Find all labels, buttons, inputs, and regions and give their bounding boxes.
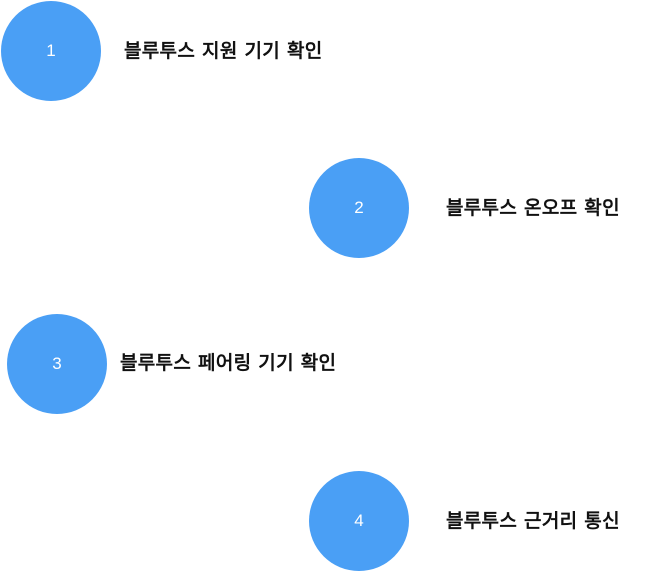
step-circle: 4 — [309, 471, 409, 571]
step-number: 2 — [354, 198, 364, 217]
step-number: 4 — [354, 511, 364, 530]
step-number: 1 — [46, 41, 56, 60]
step-label: 블루투스 지원 기기 확인 — [124, 40, 323, 62]
step-circle: 2 — [309, 158, 409, 258]
step-label: 블루투스 페어링 기기 확인 — [120, 352, 337, 374]
step-circle: 1 — [1, 1, 101, 101]
step-label: 블루투스 근거리 통신 — [446, 510, 620, 532]
step-label: 블루투스 온오프 확인 — [446, 197, 620, 219]
step-circle: 3 — [7, 314, 107, 414]
step-number: 3 — [52, 354, 62, 373]
